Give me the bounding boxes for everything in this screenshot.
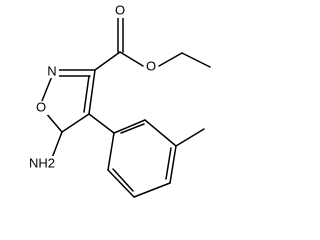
ring-bond-c5-c4 <box>61 113 90 133</box>
phenyl-bond-6 <box>107 132 115 171</box>
ring-bond-o-c5 <box>44 111 63 133</box>
methyl-bond <box>175 128 205 147</box>
aryl-link-bond <box>88 113 115 134</box>
ring-n-label-mask <box>47 64 59 78</box>
ester-c-o-bond <box>119 51 144 67</box>
ring-bond-n-o <box>41 75 53 102</box>
ring-nitrogen-label: N <box>47 63 56 78</box>
carbonyl-oxygen-label: O <box>115 2 125 17</box>
phenyl-bond-1 <box>113 119 146 134</box>
ester-oxygen-label: O <box>146 58 156 73</box>
ring-bond-c3-c-ester <box>94 51 121 71</box>
phenyl-inner-bond-b <box>165 147 172 180</box>
amino-label-mask <box>28 156 56 171</box>
phenyl-inner-bond-a <box>120 123 145 134</box>
phenyl-bond-4 <box>133 182 171 198</box>
phenyl-bond-3 <box>169 145 177 184</box>
phenyl-inner-bond-c <box>112 168 134 192</box>
amino-group-label: NH2 <box>29 155 55 170</box>
ester-o-label-mask <box>144 60 158 74</box>
amino-bond <box>51 131 63 159</box>
carbonyl-o-label-mask <box>113 4 127 18</box>
ring-bond-c4-c3-2 <box>83 75 90 113</box>
chemical-structure-diagram: N O O O NH2 <box>28 2 211 198</box>
ring-o-label-mask <box>34 101 48 115</box>
ester-o-ch2-bond <box>158 52 183 67</box>
ring-bond-c4-c3-1 <box>88 69 96 115</box>
phenyl-bond-2 <box>144 119 177 147</box>
ring-oxygen-label: O <box>36 99 46 114</box>
phenyl-bond-5 <box>107 169 135 198</box>
ethyl-cc-bond <box>181 52 211 68</box>
